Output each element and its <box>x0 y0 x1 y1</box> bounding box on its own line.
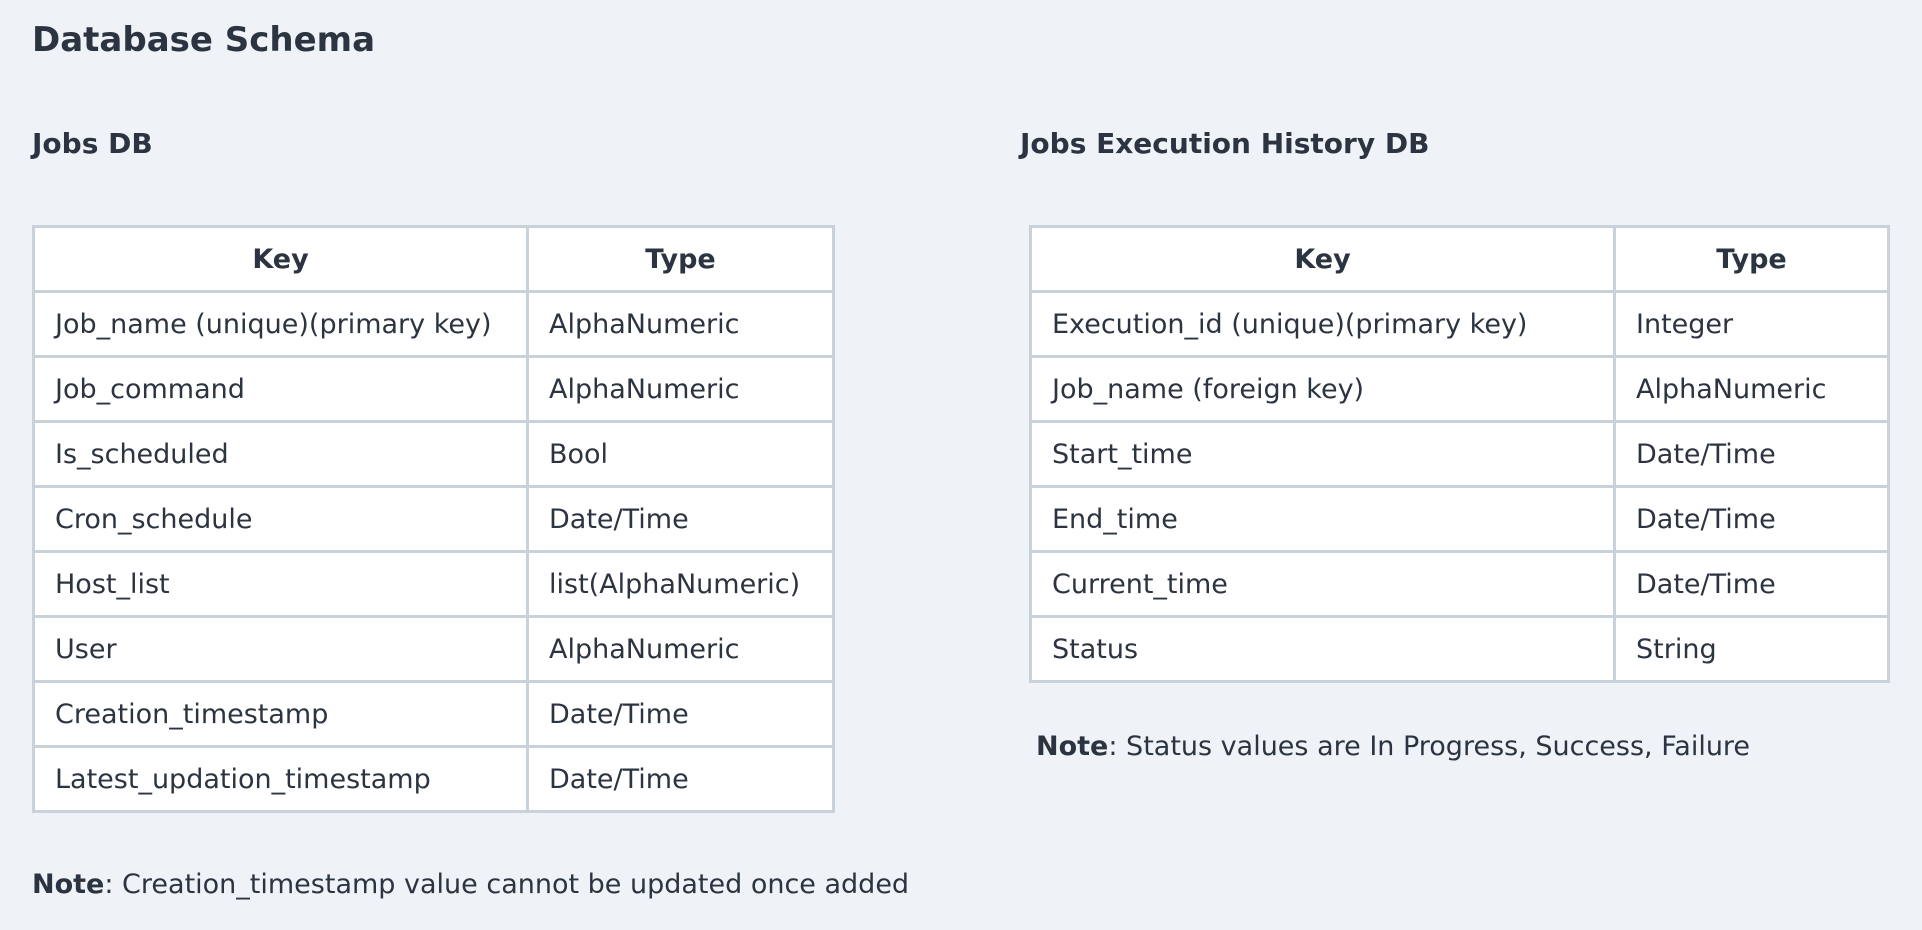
table-row: End_time Date/Time <box>1029 485 1890 553</box>
table-row: User AlphaNumeric <box>32 615 835 683</box>
type-cell: AlphaNumeric <box>526 355 835 423</box>
note-text: : Status values are In Progress, Success… <box>1108 731 1751 762</box>
table-header-row: Key Type <box>32 225 835 293</box>
table-header-row: Key Type <box>1029 225 1890 293</box>
type-cell: String <box>1613 615 1890 683</box>
history-db-note: Note: Status values are In Progress, Suc… <box>1036 729 1750 765</box>
key-cell: Host_list <box>32 550 529 618</box>
type-cell: Date/Time <box>1613 550 1890 618</box>
key-cell: Is_scheduled <box>32 420 529 488</box>
key-cell: Job_name (unique)(primary key) <box>32 290 529 358</box>
table-row: Job_command AlphaNumeric <box>32 355 835 423</box>
note-label: Note <box>1036 731 1109 762</box>
type-cell: Date/Time <box>526 680 835 748</box>
page-title: Database Schema <box>32 20 376 60</box>
type-cell: AlphaNumeric <box>526 290 835 358</box>
jobs-db-note: Note: Creation_timestamp value cannot be… <box>32 867 909 903</box>
key-cell: Status <box>1029 615 1616 683</box>
note-label: Note <box>32 869 105 900</box>
key-cell: Execution_id (unique)(primary key) <box>1029 290 1616 358</box>
jobs-db-title: Jobs DB <box>32 127 153 160</box>
history-db-table: Key Type Execution_id (unique)(primary k… <box>1029 225 1890 683</box>
type-column-header: Type <box>526 225 835 293</box>
table-row: Start_time Date/Time <box>1029 420 1890 488</box>
table-row: Current_time Date/Time <box>1029 550 1890 618</box>
type-cell: AlphaNumeric <box>1613 355 1890 423</box>
table-row: Job_name (foreign key) AlphaNumeric <box>1029 355 1890 423</box>
type-cell: AlphaNumeric <box>526 615 835 683</box>
table-row: Latest_updation_timestamp Date/Time <box>32 745 835 813</box>
key-cell: End_time <box>1029 485 1616 553</box>
key-cell: Latest_updation_timestamp <box>32 745 529 813</box>
type-cell: Date/Time <box>526 485 835 553</box>
key-cell: Job_command <box>32 355 529 423</box>
type-cell: Date/Time <box>526 745 835 813</box>
key-cell: Job_name (foreign key) <box>1029 355 1616 423</box>
table-row: Host_list list(AlphaNumeric) <box>32 550 835 618</box>
table-row: Execution_id (unique)(primary key) Integ… <box>1029 290 1890 358</box>
type-cell: Bool <box>526 420 835 488</box>
table-row: Is_scheduled Bool <box>32 420 835 488</box>
history-db-title: Jobs Execution History DB <box>1020 127 1430 160</box>
table-row: Status String <box>1029 615 1890 683</box>
type-cell: Date/Time <box>1613 420 1890 488</box>
key-cell: Cron_schedule <box>32 485 529 553</box>
type-cell: list(AlphaNumeric) <box>526 550 835 618</box>
type-cell: Integer <box>1613 290 1890 358</box>
key-cell: Current_time <box>1029 550 1616 618</box>
table-row: Cron_schedule Date/Time <box>32 485 835 553</box>
type-column-header: Type <box>1613 225 1890 293</box>
key-column-header: Key <box>1029 225 1616 293</box>
jobs-db-table: Key Type Job_name (unique)(primary key) … <box>32 225 835 813</box>
key-cell: Start_time <box>1029 420 1616 488</box>
type-cell: Date/Time <box>1613 485 1890 553</box>
table-row: Job_name (unique)(primary key) AlphaNume… <box>32 290 835 358</box>
key-cell: User <box>32 615 529 683</box>
table-row: Creation_timestamp Date/Time <box>32 680 835 748</box>
key-column-header: Key <box>32 225 529 293</box>
note-text: : Creation_timestamp value cannot be upd… <box>104 869 910 900</box>
key-cell: Creation_timestamp <box>32 680 529 748</box>
